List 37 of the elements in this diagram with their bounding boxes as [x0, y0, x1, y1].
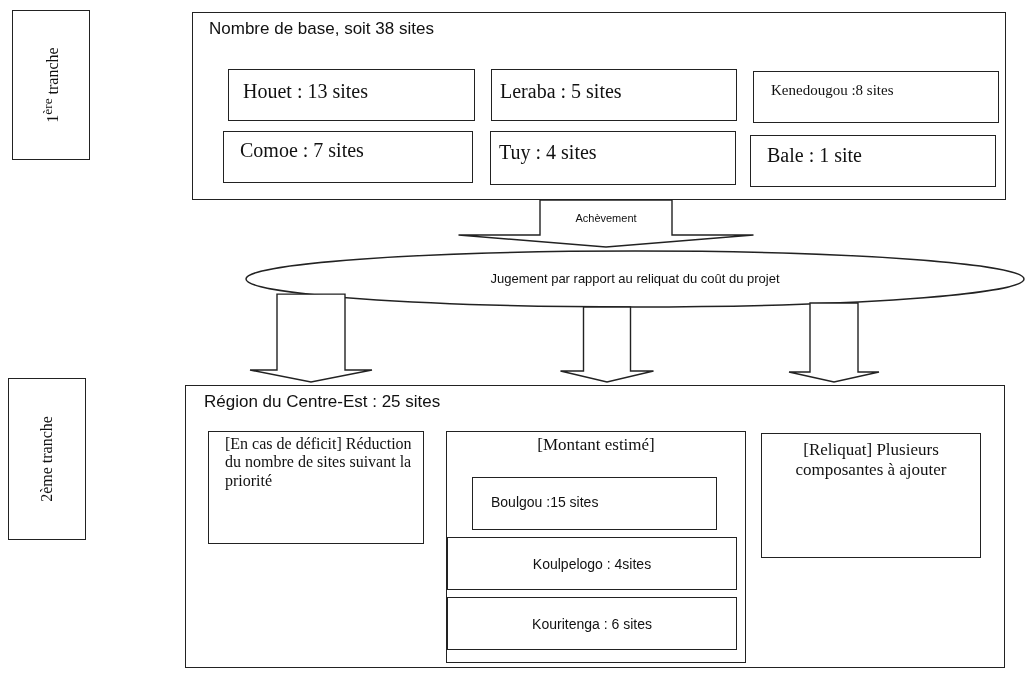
- node-text: Jugement par rapport au reliquat du coût du projet: [490, 271, 780, 287]
- process-box: [750, 135, 996, 187]
- node-text: Tuy : 4 sites: [499, 141, 597, 164]
- block-arrow: [559, 306, 655, 383]
- group-box: [192, 12, 1006, 200]
- process-box: [223, 131, 473, 183]
- tranche-label-box: [8, 378, 86, 540]
- process-box: [491, 69, 737, 121]
- group-box: [185, 385, 1005, 668]
- process-box: [490, 131, 736, 185]
- process-box: [228, 69, 475, 121]
- node-text: [Reliquat] Plusieurs composantes à ajouter: [794, 440, 948, 480]
- block-arrow: [788, 302, 880, 383]
- process-box: [208, 431, 424, 544]
- node-text: [En cas de déficit] Réduction du nombre de sites suivant la priorité: [225, 435, 413, 491]
- node-text: Boulgou :15 sites: [491, 494, 599, 511]
- node-text: [Montant estimé]: [536, 435, 656, 455]
- node-text: Comoe : 7 sites: [240, 139, 364, 162]
- process-box: [761, 433, 981, 558]
- node-text: Kenedougou :8 sites: [771, 82, 894, 100]
- node-text: Bale : 1 site: [767, 144, 862, 167]
- edge-label: Achèvement: [575, 211, 637, 224]
- node-text: Kouritenga : 6 sites: [532, 615, 652, 632]
- process-box: [447, 537, 737, 590]
- group-heading: Nombre de base, soit 38 sites: [209, 19, 434, 39]
- group-heading: Région du Centre-Est : 25 sites: [204, 392, 441, 412]
- process-box: [753, 71, 999, 123]
- block-arrow: [457, 199, 755, 248]
- node-text: Leraba : 5 sites: [500, 80, 622, 103]
- node-text: Houet : 13 sites: [243, 80, 368, 103]
- node-text: Koulpelogo : 4sites: [532, 555, 652, 572]
- tranche-label-box: [12, 10, 90, 160]
- process-box: [472, 477, 717, 530]
- process-box: [447, 597, 737, 650]
- block-arrow: [249, 293, 373, 383]
- node-text: 2ème tranche: [37, 416, 56, 502]
- process-box: [446, 431, 746, 663]
